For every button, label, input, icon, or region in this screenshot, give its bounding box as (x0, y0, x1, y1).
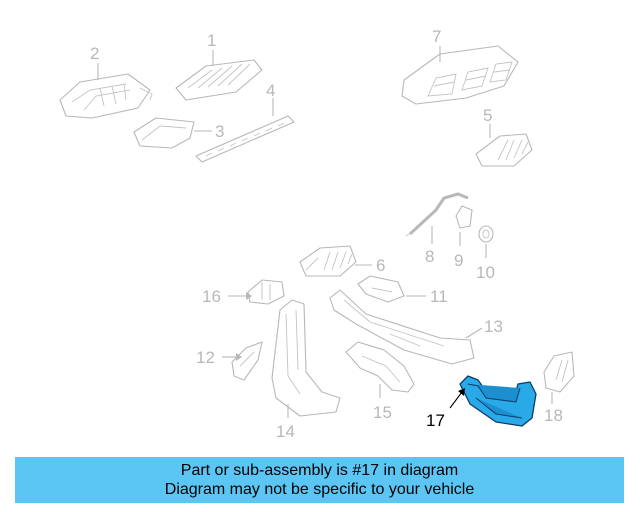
part-18-rear-vent[interactable] (543, 351, 575, 393)
callout-8[interactable]: 8 (425, 247, 434, 266)
info-banner: Part or sub-assembly is #17 in diagram D… (15, 457, 624, 503)
part-14-floor-duct[interactable] (271, 299, 341, 417)
part-1-grille[interactable] (175, 59, 263, 101)
part-3-panel[interactable] (133, 117, 195, 149)
callout-14[interactable]: 14 (276, 422, 295, 441)
banner-line-2: Diagram may not be specific to your vehi… (164, 481, 475, 498)
arrow-12 (236, 353, 242, 361)
callout-5[interactable]: 5 (483, 106, 492, 125)
callout-16[interactable]: 16 (202, 287, 221, 306)
part-15-center-duct[interactable] (345, 341, 415, 393)
part-5-side-vent[interactable] (475, 133, 533, 167)
callout-15[interactable]: 15 (373, 403, 392, 422)
arrow-16 (246, 292, 252, 300)
callout-1[interactable]: 1 (207, 31, 216, 50)
callout-9[interactable]: 9 (454, 251, 463, 270)
callout-18[interactable]: 18 (544, 406, 563, 425)
part-6-vent-duct[interactable] (299, 245, 357, 277)
callout-3[interactable]: 3 (215, 122, 224, 141)
callout-12[interactable]: 12 (196, 348, 215, 367)
callout-11[interactable]: 11 (430, 287, 448, 306)
leader-13 (465, 327, 483, 339)
part-2-duct[interactable] (59, 73, 153, 119)
part-17-highlighted-duct[interactable] (459, 375, 537, 427)
part-4-strip[interactable] (195, 115, 295, 163)
part-8-hose[interactable] (405, 192, 469, 237)
banner-line-1: Part or sub-assembly is #17 in diagram (180, 462, 459, 479)
arrow-17 (458, 388, 465, 396)
part-10-grommet[interactable] (478, 225, 494, 243)
part-16-block[interactable] (247, 279, 285, 305)
callout-6[interactable]: 6 (376, 256, 385, 275)
callout-17[interactable]: 17 (426, 411, 445, 430)
part-13-long-duct[interactable] (329, 289, 475, 365)
callout-10[interactable]: 10 (476, 263, 495, 282)
part-9-clip[interactable] (455, 205, 473, 229)
part-12-bracket[interactable] (231, 341, 263, 381)
leader-17 (449, 391, 463, 409)
callout-2[interactable]: 2 (90, 44, 99, 63)
part-7-vent-assembly[interactable] (401, 45, 519, 105)
callout-7[interactable]: 7 (432, 27, 441, 46)
callout-4[interactable]: 4 (266, 81, 275, 100)
part-11-bracket[interactable] (357, 275, 405, 303)
callout-13[interactable]: 13 (484, 317, 503, 336)
